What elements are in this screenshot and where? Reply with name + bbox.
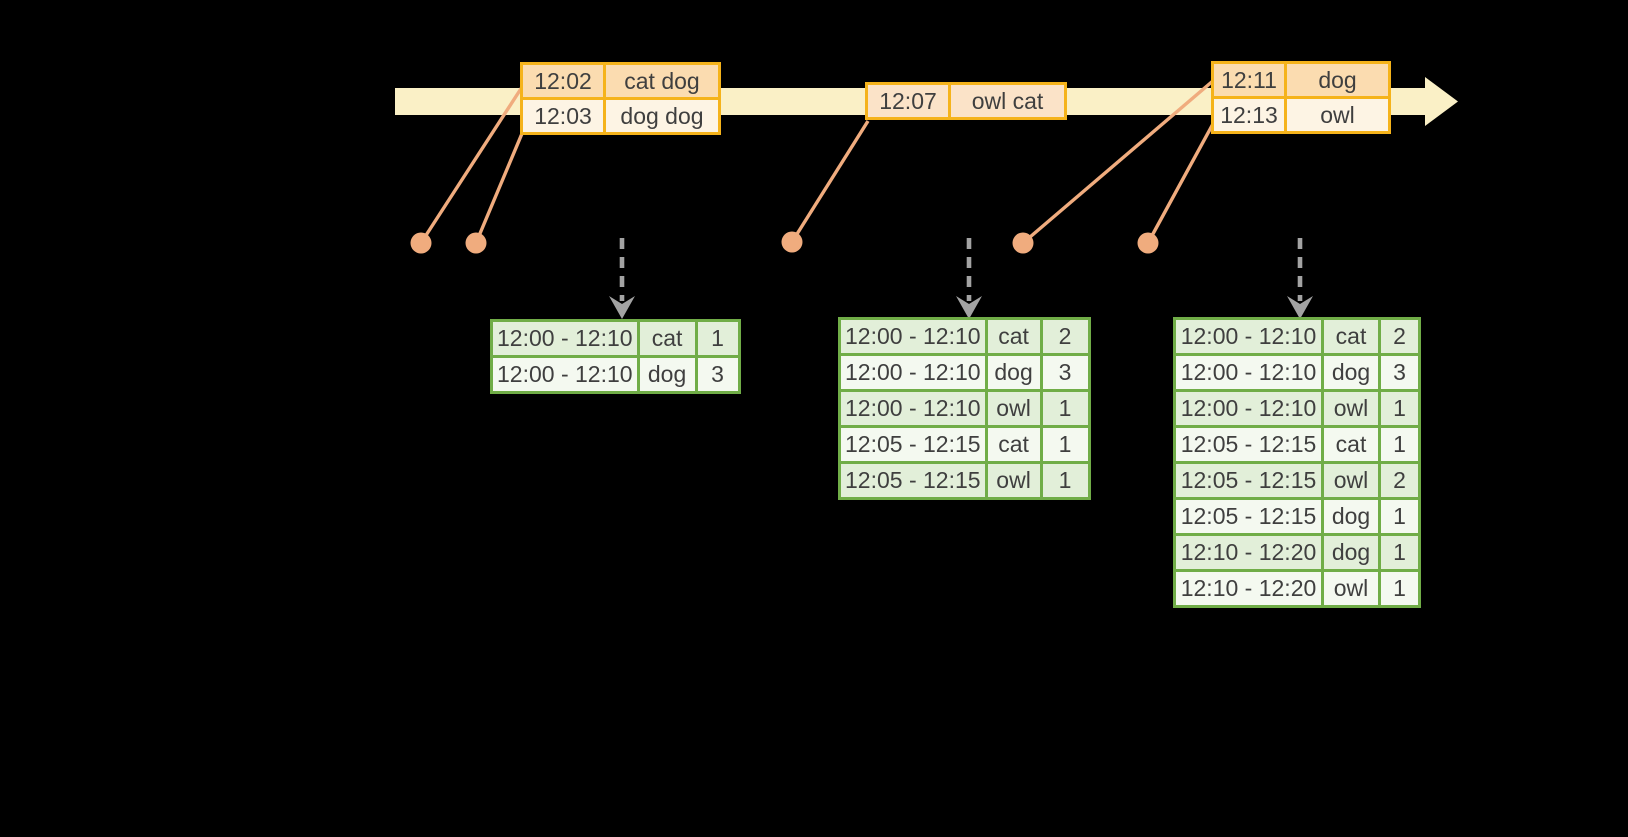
table-row: 12:07 owl cat: [865, 82, 1067, 120]
event-time-cell: 12:02: [520, 62, 606, 100]
count-cell: 1: [1378, 497, 1421, 536]
word-cell: owl: [1321, 389, 1381, 428]
event-words-cell: dog dog: [603, 97, 721, 135]
table-row: 12:10 - 12:20 dog 1: [1173, 533, 1421, 572]
word-cell: cat: [1321, 425, 1381, 464]
count-cell: 1: [1039, 425, 1091, 464]
table-row: 12:00 - 12:10 cat 2: [1173, 317, 1421, 356]
window-cell: 12:00 - 12:10: [838, 353, 988, 392]
table-row: 12:00 - 12:10 cat 1: [490, 319, 741, 358]
event-batch-table-1: 12:02 cat dog 12:03 dog dog: [520, 62, 721, 135]
count-cell: 3: [1039, 353, 1091, 392]
window-cell: 12:00 - 12:10: [838, 317, 988, 356]
table-row: 12:05 - 12:15 owl 2: [1173, 461, 1421, 500]
event-time-cell: 12:07: [865, 82, 951, 120]
event-words-cell: owl cat: [948, 82, 1067, 120]
window-cell: 12:05 - 12:15: [838, 425, 988, 464]
event-connector-line: [419, 83, 526, 244]
table-row: 12:10 - 12:20 owl 1: [1173, 569, 1421, 608]
event-time-dot: [465, 232, 487, 254]
word-cell: cat: [1321, 317, 1381, 356]
event-time-cell: 12:11: [1211, 61, 1287, 99]
table-row: 12:00 - 12:10 cat 2: [838, 317, 1091, 356]
trigger-arrow-icon: [1287, 238, 1313, 319]
count-cell: 2: [1378, 317, 1421, 356]
count-cell: 2: [1378, 461, 1421, 500]
word-cell: cat: [984, 317, 1043, 356]
count-cell: 1: [1378, 389, 1421, 428]
table-row: 12:02 cat dog: [520, 62, 721, 100]
event-batch-table-2: 12:07 owl cat: [865, 82, 1067, 120]
window-cell: 12:00 - 12:10: [1173, 389, 1324, 428]
word-cell: cat: [984, 425, 1043, 464]
event-batch-table-3: 12:11 dog 12:13 owl: [1211, 61, 1391, 134]
event-time-cell: 12:03: [520, 97, 606, 135]
table-row: 12:05 - 12:15 dog 1: [1173, 497, 1421, 536]
event-connectors: [410, 78, 1216, 254]
window-cell: 12:00 - 12:10: [490, 355, 640, 394]
result-table-2: 12:00 - 12:10 cat 2 12:00 - 12:10 dog 3 …: [838, 317, 1091, 500]
count-cell: 3: [694, 355, 741, 394]
event-connector-line: [1146, 121, 1216, 244]
count-cell: 1: [1039, 389, 1091, 428]
word-cell: dog: [636, 355, 698, 394]
result-table-1: 12:00 - 12:10 cat 1 12:00 - 12:10 dog 3: [490, 319, 741, 394]
window-cell: 12:10 - 12:20: [1173, 533, 1324, 572]
event-words-cell: dog: [1284, 61, 1391, 99]
table-row: 12:05 - 12:15 owl 1: [838, 461, 1091, 500]
count-cell: 1: [1039, 461, 1091, 500]
event-time-dot: [410, 232, 432, 254]
window-cell: 12:05 - 12:15: [838, 461, 988, 500]
table-row: 12:13 owl: [1211, 96, 1391, 134]
table-row: 12:00 - 12:10 dog 3: [490, 355, 741, 394]
window-cell: 12:00 - 12:10: [490, 319, 640, 358]
event-time-dot: [1137, 232, 1159, 254]
count-cell: 1: [1378, 425, 1421, 464]
count-cell: 3: [1378, 353, 1421, 392]
window-cell: 12:05 - 12:15: [1173, 497, 1324, 536]
event-connector-line: [790, 120, 870, 243]
table-row: 12:05 - 12:15 cat 1: [838, 425, 1091, 464]
table-row: 12:00 - 12:10 dog 3: [838, 353, 1091, 392]
word-cell: owl: [984, 389, 1043, 428]
event-words-cell: cat dog: [603, 62, 721, 100]
trigger-arrow-icon: [956, 238, 982, 319]
window-cell: 12:00 - 12:10: [838, 389, 988, 428]
window-cell: 12:10 - 12:20: [1173, 569, 1324, 608]
count-cell: 1: [1378, 569, 1421, 608]
count-cell: 1: [1378, 533, 1421, 572]
event-connector-line: [1021, 78, 1216, 245]
window-cell: 12:00 - 12:10: [1173, 317, 1324, 356]
word-cell: dog: [1321, 533, 1381, 572]
event-time-cell: 12:13: [1211, 96, 1287, 134]
table-row: 12:00 - 12:10 dog 3: [1173, 353, 1421, 392]
word-cell: dog: [1321, 353, 1381, 392]
window-cell: 12:05 - 12:15: [1173, 461, 1324, 500]
table-row: 12:00 - 12:10 owl 1: [838, 389, 1091, 428]
word-cell: cat: [636, 319, 698, 358]
table-row: 12:00 - 12:10 owl 1: [1173, 389, 1421, 428]
table-row: 12:11 dog: [1211, 61, 1391, 99]
event-time-dot: [1012, 232, 1034, 254]
word-cell: owl: [984, 461, 1043, 500]
timeline-arrowhead-icon: [1425, 77, 1458, 126]
event-words-cell: owl: [1284, 96, 1391, 134]
result-table-3: 12:00 - 12:10 cat 2 12:00 - 12:10 dog 3 …: [1173, 317, 1421, 608]
word-cell: owl: [1321, 569, 1381, 608]
event-connector-line: [474, 123, 528, 244]
word-cell: dog: [1321, 497, 1381, 536]
table-row: 12:03 dog dog: [520, 97, 721, 135]
word-cell: dog: [984, 353, 1043, 392]
table-row: 12:05 - 12:15 cat 1: [1173, 425, 1421, 464]
count-cell: 1: [694, 319, 741, 358]
trigger-arrow-icon: [609, 238, 635, 319]
window-cell: 12:05 - 12:15: [1173, 425, 1324, 464]
event-time-dot: [781, 231, 803, 253]
word-cell: owl: [1321, 461, 1381, 500]
window-cell: 12:00 - 12:10: [1173, 353, 1324, 392]
count-cell: 2: [1039, 317, 1091, 356]
